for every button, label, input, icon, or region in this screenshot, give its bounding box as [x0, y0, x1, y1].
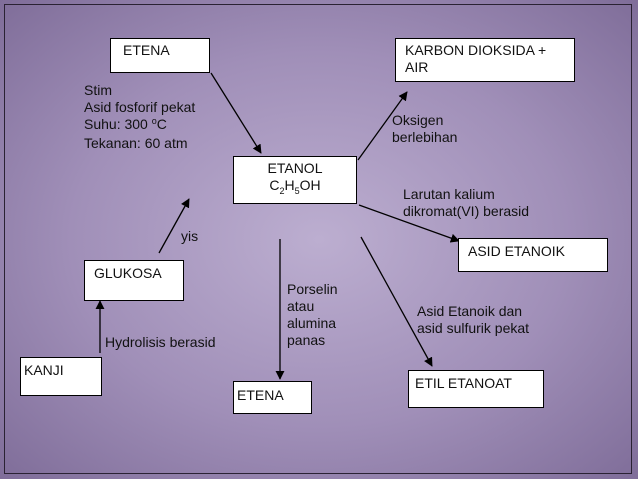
node-glukosa: GLUKOSA: [84, 260, 184, 301]
node-kanji: KANJI: [20, 357, 102, 396]
node-label: ETENA: [123, 42, 170, 58]
node-karbon-dioksida-air: KARBON DIOKSIDA + AIR: [395, 38, 575, 82]
arrow-glukosa-to-etanol: [158, 198, 190, 254]
esterification-conditions: Asid Etanoik dan asid sulfurik pekat: [417, 303, 530, 336]
node-label: KARBON DIOKSIDA + AIR: [405, 42, 547, 75]
node-label: GLUKOSA: [94, 265, 162, 281]
arrow-etanol-to-asid-etanoik: [358, 204, 460, 243]
hydrolysis-condition: Hydrolisis berasid: [105, 334, 216, 350]
node-etena-bottom: ETENA: [233, 381, 312, 414]
node-label: ETANOL: [267, 160, 323, 176]
dehydration-conditions: Porselin atau alumina panas: [287, 281, 338, 348]
fermentation-condition: yis: [181, 228, 199, 244]
node-etanol: ETANOL C2H5OH: [233, 156, 357, 204]
node-etena-top: ETENA: [110, 38, 210, 73]
arrow-etanol-to-etil-etanoat: [360, 236, 433, 367]
oxidation-conditions: Larutan kalium dikromat(VI) berasid: [403, 186, 530, 219]
combustion-conditions: Oksigen berlebihan: [392, 112, 458, 145]
node-asid-etanoik: ASID ETANOIK: [458, 238, 608, 272]
arrow-etena-to-etanol: [210, 72, 262, 154]
node-label: ETIL ETANOAT: [415, 375, 512, 391]
arrow-etanol-to-karbon: [357, 91, 408, 161]
node-label: ASID ETANOIK: [468, 243, 565, 259]
etanol-formula: C2H5OH: [269, 177, 321, 196]
hydration-conditions: Stim Asid fosforif pekat Suhu: 300 oC Te…: [84, 82, 196, 151]
node-label: KANJI: [24, 362, 64, 378]
node-label: ETENA: [237, 387, 284, 403]
node-etil-etanoat: ETIL ETANOAT: [408, 370, 544, 408]
slide-frame: [4, 4, 632, 474]
